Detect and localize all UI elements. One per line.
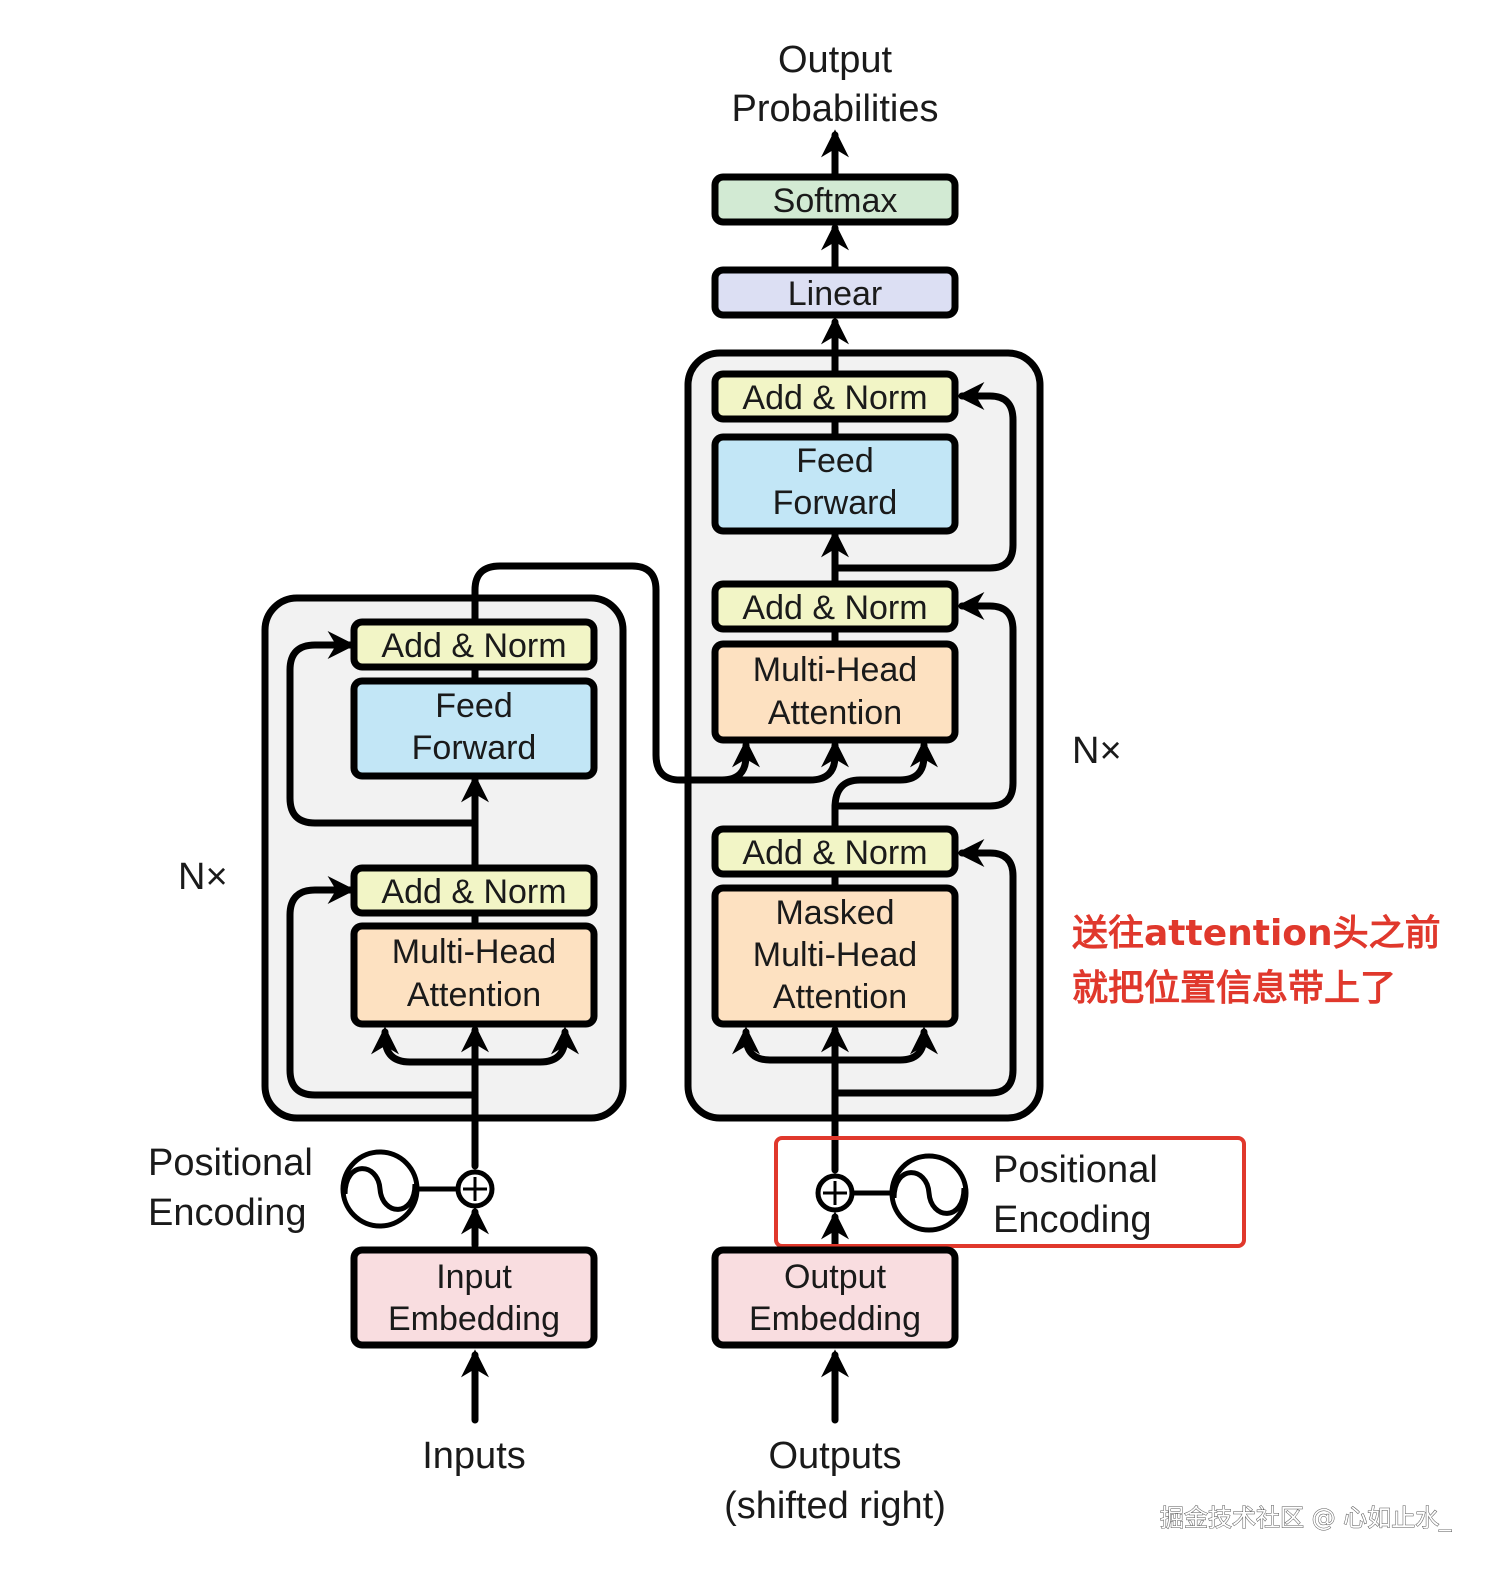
encoder-ff-line1: Feed xyxy=(435,687,513,725)
decoder-pe-line2: Encoding xyxy=(993,1199,1151,1241)
sine-wave-icon xyxy=(340,1149,420,1229)
decoder-add-norm-top-label: Add & Norm xyxy=(742,379,927,417)
positional-encoding-highlight xyxy=(774,1136,1246,1248)
annotation-line1: 送往attention头之前 xyxy=(1072,913,1441,954)
softmax-block: Softmax xyxy=(711,173,959,226)
encoder-connections xyxy=(286,562,849,1424)
decoder-add-norm-top: Add & Norm xyxy=(711,370,959,423)
decoder-repeat-label: N× xyxy=(1072,730,1122,772)
decoder-ff-line1: Feed xyxy=(796,442,874,480)
decoder-connections xyxy=(732,129,1017,1424)
add-circle-icon xyxy=(455,1169,495,1209)
annotation-line2: 就把位置信息带上了 xyxy=(1072,968,1396,1009)
decoder-cross-attn-line1: Multi-Head xyxy=(753,651,917,689)
watermark: 掘金技术社区 @ 心如止水_ xyxy=(1160,1504,1452,1532)
encoder-add-norm-top-label: Add & Norm xyxy=(381,627,566,665)
encoder-pe-line2: Encoding xyxy=(148,1192,306,1234)
input-embedding-line1: Input xyxy=(436,1258,512,1296)
decoder-add-norm-mid: Add & Norm xyxy=(711,580,959,633)
output-probabilities-line1: Output xyxy=(778,39,893,81)
output-embedding: Output Embedding xyxy=(711,1246,959,1349)
decoder-cross-attention: Multi-Head Attention xyxy=(711,640,959,744)
linear-block: Linear xyxy=(711,266,959,319)
decoder-add-norm-mid-label: Add & Norm xyxy=(742,589,927,627)
encoder-add-norm-bottom-label: Add & Norm xyxy=(381,873,566,911)
output-embedding-line2: Embedding xyxy=(749,1300,921,1338)
decoder-masked-line3: Attention xyxy=(773,978,907,1016)
decoder-cross-attn-line2: Attention xyxy=(768,694,902,732)
decoder-masked-line1: Masked xyxy=(775,894,894,932)
encoder-add-norm-bottom: Add & Norm xyxy=(350,864,598,917)
outputs-label-line1: Outputs xyxy=(768,1435,901,1477)
decoder-feed-forward: Feed Forward xyxy=(711,433,959,535)
encoder-attn-line2: Attention xyxy=(407,976,541,1014)
inputs-label: Inputs xyxy=(422,1435,526,1477)
output-probabilities-line2: Probabilities xyxy=(732,88,939,130)
encoder-stack xyxy=(261,594,627,1122)
encoder-feed-forward: Feed Forward xyxy=(350,677,598,780)
decoder-masked-attention: Masked Multi-Head Attention xyxy=(711,884,959,1028)
linear-label: Linear xyxy=(788,275,883,313)
decoder-ff-line2: Forward xyxy=(773,484,898,522)
outputs-label-line2: (shifted right) xyxy=(724,1485,946,1527)
encoder-add-norm-top: Add & Norm xyxy=(350,618,598,671)
input-embedding-line2: Embedding xyxy=(388,1300,560,1338)
decoder-masked-line2: Multi-Head xyxy=(753,936,917,974)
encoder-positional-encoding: Positional Encoding xyxy=(148,1142,495,1234)
output-embedding-line1: Output xyxy=(784,1258,887,1296)
add-circle-icon xyxy=(815,1173,855,1213)
encoder-ff-line2: Forward xyxy=(412,729,537,767)
encoder-attention: Multi-Head Attention xyxy=(350,922,598,1028)
softmax-label: Softmax xyxy=(773,182,898,220)
encoder-repeat-label: N× xyxy=(178,856,228,898)
input-embedding: Input Embedding xyxy=(350,1246,598,1349)
encoder-attn-line1: Multi-Head xyxy=(392,933,556,971)
decoder-pe-line1: Positional xyxy=(993,1149,1158,1191)
decoder-positional-encoding: Positional Encoding xyxy=(815,1149,1158,1241)
sine-wave-icon xyxy=(889,1153,969,1233)
decoder-add-norm-bottom-label: Add & Norm xyxy=(742,834,927,872)
encoder-pe-line1: Positional xyxy=(148,1142,313,1184)
decoder-add-norm-bottom: Add & Norm xyxy=(711,825,959,878)
